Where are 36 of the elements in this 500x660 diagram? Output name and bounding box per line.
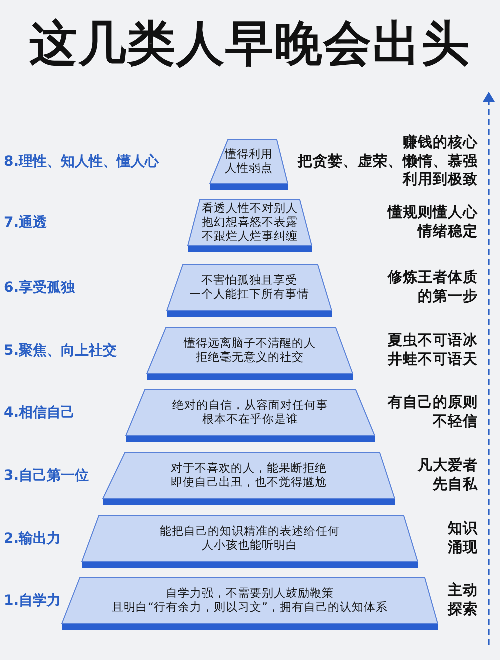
trapezoid-box [210, 140, 288, 190]
side-note: 赚钱的核心 [403, 134, 478, 153]
side-note: 把贪婪、虚荣、懒惰、慕强利用到极致 [296, 152, 478, 190]
side-note: 主动探索 [446, 582, 478, 620]
level-label: 3.自己第一位 [4, 467, 90, 485]
level-label: 4.相信自己 [4, 404, 76, 422]
level-label: 7.通透 [4, 214, 48, 232]
trapezoid-box [126, 390, 375, 442]
side-note: 夏虫不可语冰井蛙不可语天 [387, 332, 478, 370]
box-text: 一个人能扛下所有事情 [190, 288, 310, 302]
box-text: 不害怕孤独且享受 [202, 274, 298, 288]
side-note: 修炼王者体质的第一步 [386, 269, 478, 307]
box-text: 能把自己的知识精准的表述给任何人小孩也能听明白 [158, 525, 341, 553]
box-text: 且明白“行有余力，则以习文”，拥有自己的认知体系 [112, 601, 388, 615]
level-label: 8.理性、知人性、懂人心 [4, 153, 160, 171]
level-label: 5.聚焦、向上社交 [4, 342, 118, 360]
box-text: 对于不喜欢的人，能果断拒绝即使自己出丑，也不觉得尴尬 [170, 462, 328, 490]
box-text: 懂得利用人性弱点 [224, 148, 274, 176]
trapezoid-box [62, 578, 438, 630]
trapezoid-box [188, 200, 312, 252]
level-label: 2.输出力 [4, 530, 62, 548]
box-text: 自学力强，不需要别人鼓励鞭策 [166, 587, 334, 601]
trapezoid-box [167, 265, 332, 317]
side-note: 有自己的原则不轻信 [386, 394, 478, 432]
side-note: 知识涌现 [446, 520, 478, 558]
level-label: 1.自学力 [4, 592, 62, 610]
title: 这几类人早晚会出头 [28, 15, 472, 74]
trapezoid-box [82, 516, 418, 568]
box-text: 看透人性不对别人抱幻想喜怒不表露不跟烂人烂事纠缠 [200, 202, 299, 244]
box-text: 懂得远离脑子不清醒的人拒绝毫无意义的社交 [183, 337, 317, 365]
box-text: 绝对的自信，从容面对任何事根本不在乎你是谁 [172, 399, 329, 427]
level-label: 6.享受孤独 [4, 279, 76, 297]
trapezoid-box [103, 453, 395, 505]
side-note: 懂规则懂人心情绪稳定 [386, 204, 478, 242]
side-note: 凡大爱者先自私 [416, 457, 478, 495]
trapezoid-box [147, 328, 353, 380]
